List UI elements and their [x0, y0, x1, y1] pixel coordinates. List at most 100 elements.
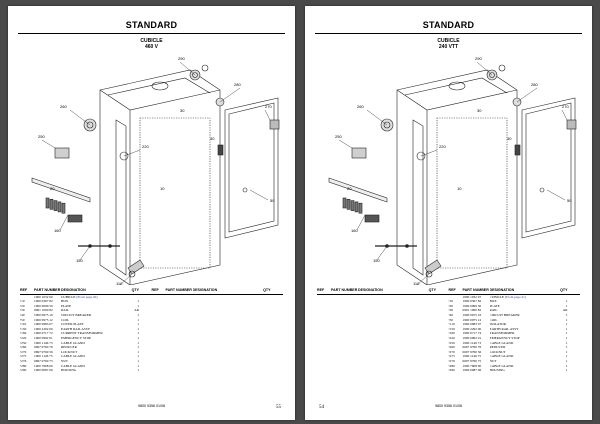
header-rule	[18, 33, 285, 34]
footer-code: 9800 9356 01/08	[435, 404, 462, 408]
from-page-link[interactable]: (From page 40)	[75, 294, 98, 299]
leader-line	[69, 109, 91, 126]
din-rail	[328, 177, 388, 203]
cell-qty: 1	[565, 303, 568, 308]
cell-pn: 0697 9760 76	[462, 345, 482, 350]
cell-des: CABLE GLAND	[61, 363, 85, 368]
cell-pn: 1900 0367 82	[34, 299, 53, 304]
cell-qty: 1	[137, 317, 139, 322]
cell-pn: 1900 7608 00	[34, 363, 53, 368]
bottom-gland-icon	[424, 259, 442, 275]
parts-column-right: REF PART NUMBER DESIGNATION QTY	[151, 288, 283, 373]
cable-gland-core	[489, 72, 495, 78]
cell-qty: 1	[137, 340, 139, 345]
earth-rail-stud	[108, 244, 112, 248]
transformer-icon	[54, 147, 70, 159]
terminal-block	[57, 201, 62, 213]
cell-pn: 1900 0975 12	[462, 317, 482, 322]
callout-number: 150	[373, 258, 380, 263]
table-header: REF PART NUMBER DESIGNATION QTY	[448, 288, 580, 295]
leader-line	[179, 61, 196, 76]
cell-pn: 1900 2292 00	[34, 326, 53, 331]
cell-pn: 1900 0099 50	[34, 303, 53, 308]
page-number: 55	[276, 405, 281, 410]
callout-number: 40	[210, 136, 215, 141]
terminal-block	[354, 201, 359, 213]
cell-des: REDUCER	[489, 345, 506, 350]
cell-qty: 1	[137, 349, 139, 354]
cell-des: NUT	[489, 358, 497, 363]
cabinet-outline	[99, 69, 221, 286]
cell-pn: 1900 0717 72	[34, 331, 53, 336]
emergency-stop-core	[383, 121, 391, 129]
terminal-block	[53, 200, 58, 211]
cell-pn: 1900 1146 73	[462, 340, 482, 345]
cell-qty: 1	[137, 303, 139, 308]
cell-ref: •40	[20, 312, 25, 317]
cell-des: EMERGENCY STOP	[61, 335, 92, 340]
cell-pn: 1900 0717 74	[462, 331, 482, 336]
callout-number: 220	[142, 144, 149, 149]
callout-number: 30	[477, 108, 482, 113]
table-header: REF PART NUMBER DESIGNATION QTY	[20, 288, 152, 295]
cell-pn: 1900 7608 00	[462, 363, 482, 368]
cell-pn: 1900 1146 75	[34, 354, 53, 359]
callout-number: 290	[475, 56, 482, 61]
leader-line	[376, 245, 388, 261]
cell-pn: 0697 9760 75	[462, 358, 482, 363]
callout-number: 280	[531, 82, 538, 87]
cell-qty: 1	[137, 322, 139, 327]
cell-ref: •250	[20, 340, 27, 345]
cell-qty: 1	[137, 331, 139, 336]
callout-number: 110	[116, 281, 123, 285]
section-name: CUBICLE	[140, 38, 163, 44]
cell-pn: 1900 0992 01	[34, 335, 53, 340]
from-page-link[interactable]: (From page 41)	[504, 294, 526, 299]
cell-des: COIL	[61, 317, 69, 322]
cell-qty: 1	[137, 335, 139, 340]
cell-ref: •110	[20, 322, 27, 327]
cell-des: HOUSING	[61, 368, 77, 373]
parts-column-left: REF PART NUMBER DESIGNATION QTY 1900 103…	[20, 288, 152, 373]
cell-qty: 1	[565, 322, 568, 327]
cell-pn: 1900 0087 06	[34, 368, 53, 373]
cell-pn: 0697 9760 56	[462, 349, 482, 354]
cabinet-inner-lip	[404, 77, 508, 276]
cell-des: PLATE	[61, 303, 72, 308]
cell-ref: •290	[448, 368, 455, 373]
callout-number: 150	[76, 258, 83, 263]
transformer-icon	[351, 147, 367, 159]
section-variant: 240 VTT	[438, 44, 459, 50]
callout-number: 220	[439, 144, 446, 149]
cell-pn: 1900 1032 00	[34, 294, 53, 299]
parts-column-right: REF PART NUMBER DESIGNATION QTY 1900 103…	[448, 288, 581, 373]
cell-ref: •260	[448, 345, 455, 350]
din-rail	[31, 177, 91, 203]
section-subtitle: CUBICLE 240 VTT	[305, 38, 592, 50]
locknut-icon	[498, 64, 506, 72]
cell-qty: 1	[565, 312, 568, 317]
cell-des: CABLE GLAND	[61, 354, 85, 359]
cell-ref: •150	[448, 326, 455, 331]
bottom-nut-icon	[425, 270, 433, 278]
cell-qty: 1	[565, 326, 568, 331]
terminal-block	[342, 197, 347, 209]
callout-number: 160	[351, 228, 358, 233]
cell-pn: 0697 9760 75	[34, 358, 53, 363]
cell-qty: 1	[137, 358, 139, 363]
terminal-block	[45, 197, 50, 209]
cell-ref: •150	[20, 326, 27, 331]
cell-pn: 1900 0975 16	[462, 312, 482, 317]
cell-qty: 1	[137, 312, 139, 317]
